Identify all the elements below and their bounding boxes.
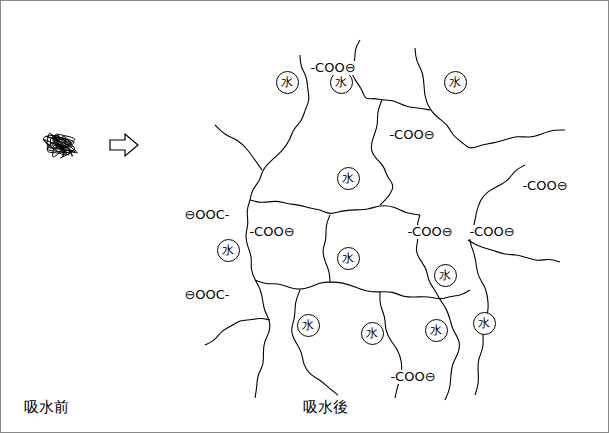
hollow-arrow: [110, 134, 138, 156]
water-circle: 水: [337, 167, 360, 190]
water-circle: 水: [337, 247, 360, 270]
polymer-chain: [250, 200, 420, 215]
water-symbol: 水: [335, 76, 347, 88]
polymer-chain: [215, 125, 262, 170]
water-symbol: 水: [439, 269, 451, 281]
water-circle: 水: [217, 239, 240, 262]
water-symbol: 水: [366, 327, 378, 339]
water-circle: 水: [425, 319, 448, 342]
water-symbol: 水: [281, 76, 293, 88]
carboxylate-label: -COO⊖: [248, 225, 295, 239]
caption-label: 吸水前: [24, 398, 69, 416]
tangle-strand: [43, 133, 77, 158]
water-circle: 水: [473, 312, 496, 335]
carboxylate-label: -COO⊖: [309, 61, 356, 75]
polymer-chain: [205, 319, 270, 345]
polymer-chain: [415, 48, 565, 148]
water-symbol: 水: [449, 76, 461, 88]
water-circle: 水: [297, 314, 320, 337]
carboxylate-label: -COO⊖: [406, 225, 453, 239]
water-symbol: 水: [342, 252, 354, 264]
polymer-chain: [468, 240, 560, 262]
polymer-chain: [250, 55, 309, 200]
water-symbol: 水: [222, 244, 234, 256]
carboxylate-label: ⊖OOC-: [183, 208, 230, 222]
water-circle: 水: [361, 322, 384, 345]
dry-polymer-tangle: [43, 133, 77, 158]
polymer-chain: [352, 40, 430, 110]
water-circle: 水: [434, 264, 457, 287]
carboxylate-label: -COO⊖: [521, 179, 568, 193]
caption-label: 吸水後: [303, 398, 348, 416]
carboxylate-label: ⊖OOC-: [183, 288, 230, 302]
water-circle: 水: [276, 71, 299, 94]
water-symbol: 水: [302, 319, 314, 331]
water-circle: 水: [444, 71, 467, 94]
carboxylate-label: -COO⊖: [388, 128, 435, 142]
water-symbol: 水: [342, 172, 354, 184]
water-symbol: 水: [478, 317, 490, 329]
polymer-chain: [292, 290, 338, 395]
carboxylate-label: -COO⊖: [468, 225, 515, 239]
carboxylate-label: -COO⊖: [389, 370, 436, 384]
polymer-chain: [323, 215, 330, 282]
polymer-chain: [470, 165, 525, 395]
water-symbol: 水: [430, 324, 442, 336]
swollen-polymer-network: [205, 40, 565, 400]
polymer-chain: [371, 100, 392, 205]
